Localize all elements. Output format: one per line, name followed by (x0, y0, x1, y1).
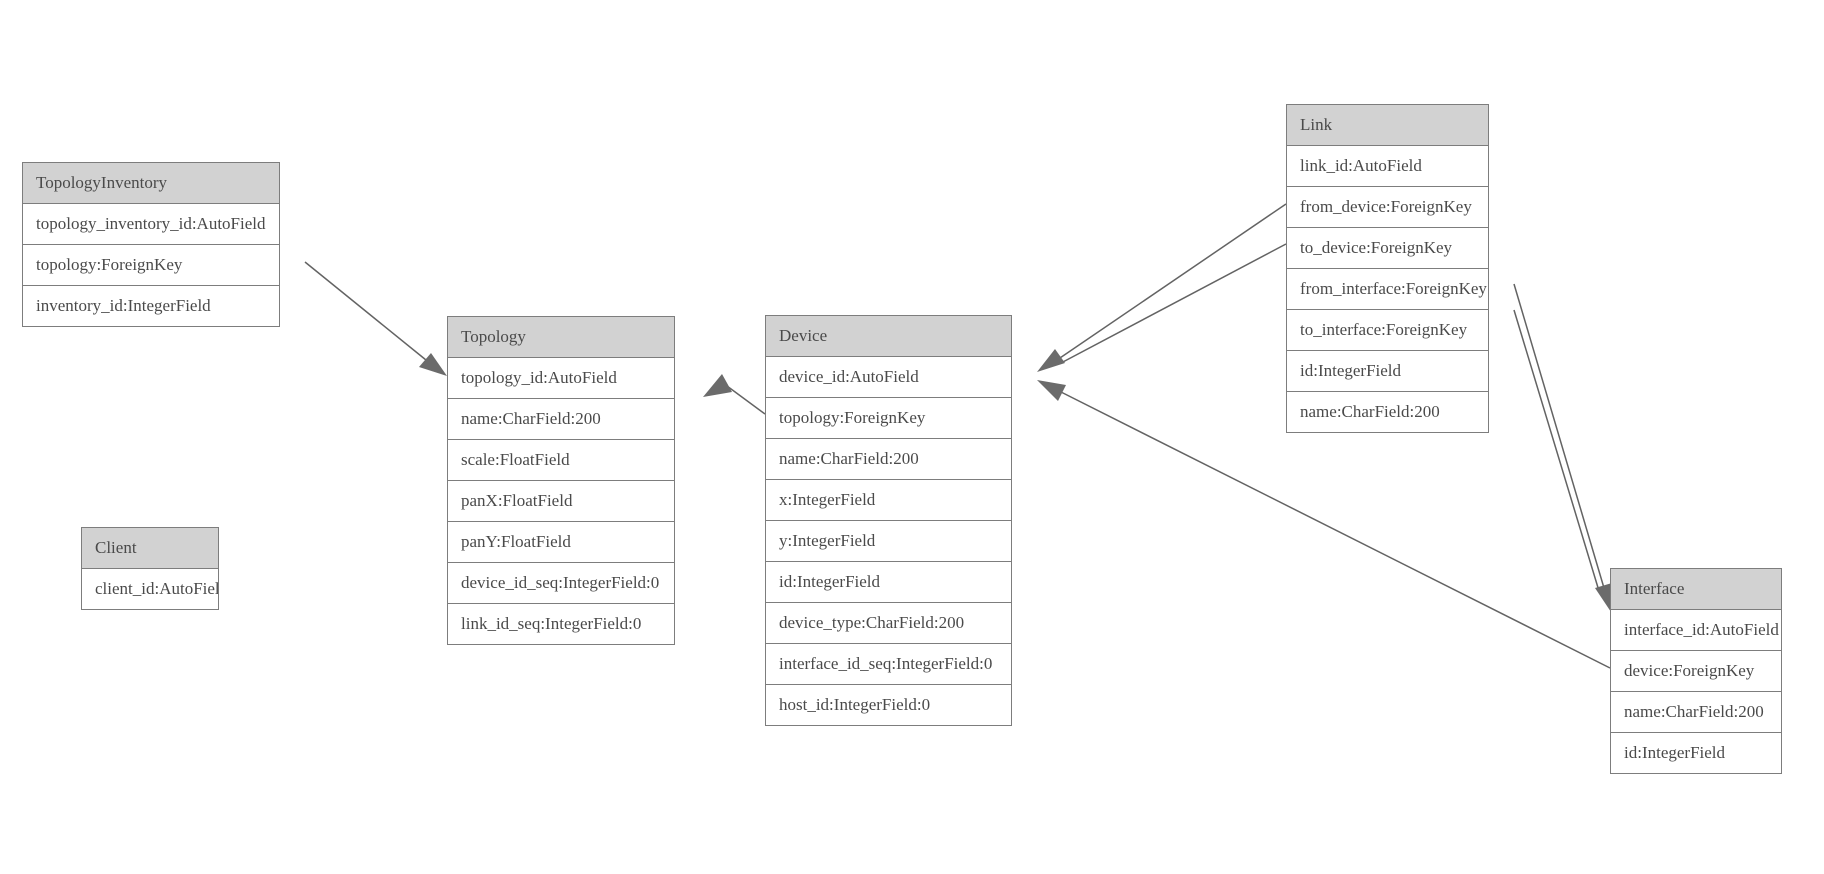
entity-client: Client client_id:AutoField (81, 527, 219, 610)
arrowhead-link-device (1037, 349, 1065, 372)
arrowhead-device-topology (703, 374, 732, 397)
arrowhead-topologyinventory-topology (419, 353, 447, 376)
field-device-topology: topology:ForeignKey (766, 397, 1011, 438)
entity-device-title: Device (766, 316, 1011, 357)
field-link-to-device: to_device:ForeignKey (1287, 227, 1488, 268)
field-link-from-device: from_device:ForeignKey (1287, 186, 1488, 227)
entity-topologyinventory-title: TopologyInventory (23, 163, 279, 204)
entity-client-title: Client (82, 528, 218, 569)
field-interface-device: device:ForeignKey (1611, 650, 1781, 691)
edge-link-to-interface (1513, 309, 1600, 592)
field-device-host-id: host_id:IntegerField:0 (766, 684, 1011, 725)
entity-interface: Interface interface_id:AutoField device:… (1610, 568, 1782, 774)
field-topology-pany: panY:FloatField (448, 521, 674, 562)
arrowhead-interface-device (1037, 380, 1066, 401)
field-link-name: name:CharField:200 (1287, 391, 1488, 432)
field-topology-inventory-id: topology_inventory_id:AutoField (23, 204, 279, 244)
field-topology-panx: panX:FloatField (448, 480, 674, 521)
edge-link-from-device (1056, 203, 1287, 361)
entity-topology: Topology topology_id:AutoField name:Char… (447, 316, 675, 645)
edge-link-from-interface (1513, 283, 1605, 589)
field-interface-name: name:CharField:200 (1611, 691, 1781, 732)
entity-topologyinventory: TopologyInventory topology_inventory_id:… (22, 162, 280, 327)
field-device-name: name:CharField:200 (766, 438, 1011, 479)
edge-link-to-device (1060, 243, 1287, 364)
field-device-interface-id-seq: interface_id_seq:IntegerField:0 (766, 643, 1011, 684)
field-device-x: x:IntegerField (766, 479, 1011, 520)
field-topology-id: topology_id:AutoField (448, 358, 674, 398)
field-topology-link-id-seq: link_id_seq:IntegerField:0 (448, 603, 674, 644)
edge-device-topology (726, 385, 766, 415)
field-device-type: device_type:CharField:200 (766, 602, 1011, 643)
field-link-from-interface: from_interface:ForeignKey (1287, 268, 1488, 309)
field-device-id: device_id:AutoField (766, 357, 1011, 397)
entity-topology-title: Topology (448, 317, 674, 358)
entity-interface-title: Interface (1611, 569, 1781, 610)
field-client-id: client_id:AutoField (82, 569, 218, 609)
entity-link: Link link_id:AutoField from_device:Forei… (1286, 104, 1489, 433)
edge-interface-device (1060, 391, 1611, 669)
field-link-id: link_id:AutoField (1287, 146, 1488, 186)
entity-device: Device device_id:AutoField topology:Fore… (765, 315, 1012, 726)
field-link-to-interface: to_interface:ForeignKey (1287, 309, 1488, 350)
entity-link-title: Link (1287, 105, 1488, 146)
field-interface-id-plain: id:IntegerField (1611, 732, 1781, 773)
field-interface-id: interface_id:AutoField (1611, 610, 1781, 650)
field-device-id-plain: id:IntegerField (766, 561, 1011, 602)
edge-topologyinventory-topology (304, 261, 427, 361)
field-inventory-id: inventory_id:IntegerField (23, 285, 279, 326)
field-link-id-plain: id:IntegerField (1287, 350, 1488, 391)
field-topology-device-id-seq: device_id_seq:IntegerField:0 (448, 562, 674, 603)
field-topologyinventory-topology: topology:ForeignKey (23, 244, 279, 285)
field-topology-name: name:CharField:200 (448, 398, 674, 439)
field-topology-scale: scale:FloatField (448, 439, 674, 480)
field-device-y: y:IntegerField (766, 520, 1011, 561)
